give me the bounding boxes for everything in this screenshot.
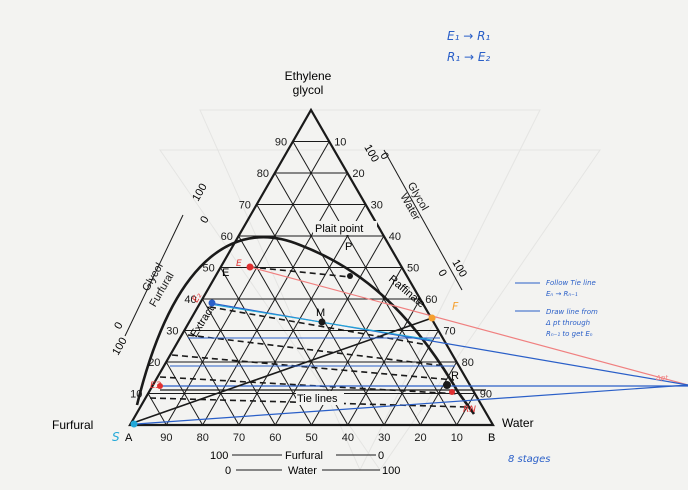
hw-e3: E3 xyxy=(150,381,162,391)
right-top-100: 100 xyxy=(361,143,381,165)
bottom-tick-label: 50 xyxy=(306,432,318,444)
bottom-tick-label: 60 xyxy=(269,432,281,444)
equilibrium-curve xyxy=(135,235,476,415)
p-label: P xyxy=(345,241,352,253)
left-bottom-100: 100 xyxy=(110,336,130,358)
bottom-tick-label: 70 xyxy=(233,432,245,444)
plait-label-bg xyxy=(313,221,377,235)
extract-label: Extract xyxy=(188,304,216,339)
left-bottom-zero: 0 xyxy=(112,320,125,331)
grid-line-l xyxy=(383,330,439,426)
r-label: R xyxy=(451,370,459,382)
corner-b: B xyxy=(488,432,495,444)
right-tick-label: 90 xyxy=(480,389,492,401)
right-tick-label: 30 xyxy=(371,200,383,212)
m-label: M xyxy=(316,307,325,319)
left-tick-label: 90 xyxy=(275,137,287,149)
tie-lines-label: Tie lines xyxy=(297,393,338,405)
point-rn xyxy=(449,389,455,395)
plait-point-label: Plait point xyxy=(315,223,363,235)
bottom-water-from: 0 xyxy=(225,465,231,477)
point-f xyxy=(428,314,436,322)
hw-note-b-1: Draw line from xyxy=(546,308,598,316)
right-axis-arrow-line xyxy=(383,149,463,291)
hw-note-a-1: Follow Tie line xyxy=(546,279,596,287)
bottom-tick-label: 30 xyxy=(378,432,390,444)
grid-line-l xyxy=(165,141,330,426)
right-tick-label: 40 xyxy=(389,231,401,243)
right-tick-label: 60 xyxy=(425,294,437,306)
bottom-water-to: 100 xyxy=(382,465,400,477)
point-m xyxy=(318,318,326,326)
point-r xyxy=(443,381,451,389)
hw-stages: 8 stages xyxy=(508,454,551,465)
bottom-water-label: Water xyxy=(288,465,317,477)
right-tick-label: 10 xyxy=(334,137,346,149)
point-e-red xyxy=(246,263,254,271)
right-tick-label: 80 xyxy=(462,357,474,369)
right-bottom-zero: 0 xyxy=(435,268,448,279)
corner-a: A xyxy=(125,432,133,444)
tick-labels: 90 80 70 60 50 40 30 20 10 10 20 30 40 50 60 70 80 90 90 80… xyxy=(130,137,492,445)
right-bottom-100: 100 xyxy=(449,258,469,280)
points xyxy=(130,263,455,428)
point-e3 xyxy=(157,383,163,389)
bottom-tick-label: 20 xyxy=(414,432,426,444)
tie-lines-label-bg xyxy=(296,391,344,405)
grid-line-l xyxy=(456,393,476,426)
point-e2 xyxy=(208,299,216,307)
hw-e-red: E xyxy=(236,259,242,269)
bottom-furfural-label: Furfural xyxy=(285,450,323,462)
right-tick-label: 50 xyxy=(407,263,419,275)
hw-dpt: Δpt xyxy=(655,374,668,382)
left-top-100: 100 xyxy=(190,182,210,204)
construction-lines xyxy=(129,266,688,425)
hw-note-line1: E₁ → R₁ xyxy=(447,29,490,43)
bottom-furfural-to: 0 xyxy=(378,450,384,462)
grid-line-r xyxy=(292,141,458,426)
vertex-left-label: Furfural xyxy=(52,418,93,432)
vertex-top-line2: glycol xyxy=(293,83,324,97)
right-tick-label: 70 xyxy=(443,326,455,338)
right-tick-label: 20 xyxy=(352,168,364,180)
bottom-tick-label: 80 xyxy=(197,432,209,444)
point-s xyxy=(130,420,138,428)
hw-note-line2: R₁ → E₂ xyxy=(447,50,490,64)
bottom-furfural-from: 100 xyxy=(210,450,228,462)
left-tick-label: 60 xyxy=(221,231,233,243)
left-tick-label: 70 xyxy=(239,200,251,212)
grid-line-l xyxy=(202,172,348,426)
hw-rn: RN xyxy=(463,405,476,415)
left-tick-label: 50 xyxy=(203,263,215,275)
point-p xyxy=(347,273,353,279)
vertex-right-label: Water xyxy=(502,416,534,430)
e-label: E xyxy=(222,267,229,279)
left-axis-arrow-line xyxy=(124,214,184,337)
hw-f: F xyxy=(452,300,459,313)
bottom-tick-label: 40 xyxy=(342,432,354,444)
hw-s: S xyxy=(112,430,120,444)
bottom-tick-label: 90 xyxy=(160,432,172,444)
hw-note-b-3: Rₙ₋₁ to get Eₙ xyxy=(546,330,593,338)
left-tick-label: 20 xyxy=(148,357,160,369)
bleed-through xyxy=(159,109,601,472)
grid-line-l xyxy=(238,204,367,426)
grid-line-r xyxy=(183,330,240,426)
right-axis-group: Water Glycol xyxy=(397,180,430,223)
left-tick-label: 80 xyxy=(257,168,269,180)
left-top-zero: 0 xyxy=(198,214,211,225)
left-tick-label: 30 xyxy=(166,326,178,338)
hw-note-a-2: Eₙ → Rₙ₋₁ xyxy=(546,290,578,298)
hw-note-b-2: Δ pt through xyxy=(545,319,590,327)
grid-line-r xyxy=(274,172,421,426)
vertex-top-line1: Ethylene xyxy=(285,69,332,83)
bottom-tick-label: 10 xyxy=(451,432,463,444)
left-tick-label: 40 xyxy=(184,294,196,306)
right-top-zero: 0 xyxy=(377,151,390,162)
